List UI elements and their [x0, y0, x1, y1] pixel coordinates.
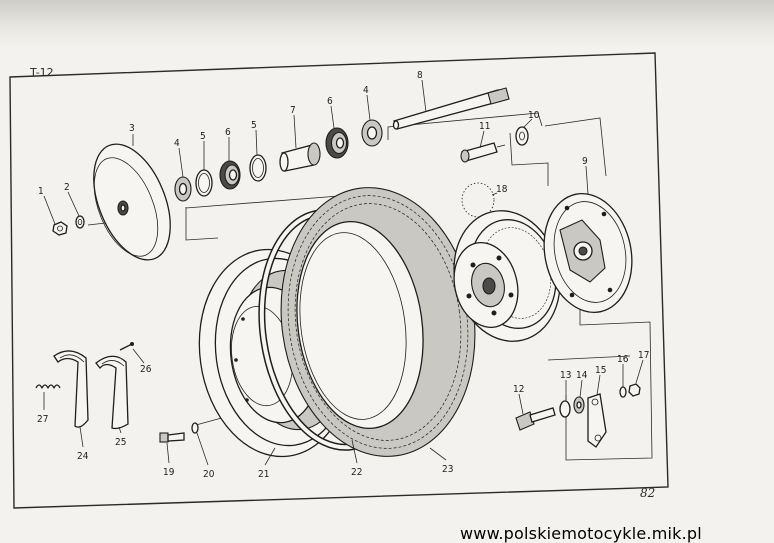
- callout-13: 13: [560, 370, 571, 381]
- sheet-tag: T-12: [29, 66, 54, 79]
- callout-23: 23: [442, 464, 453, 475]
- part-25-brake-shoe: [95, 355, 129, 430]
- part-19-bolt: [159, 432, 185, 443]
- callout-12: 12: [513, 384, 524, 395]
- callout-18: 18: [496, 184, 508, 195]
- part-13-washer: [559, 400, 571, 418]
- part-16-washer: [619, 386, 627, 398]
- callout-5a: 5: [200, 131, 206, 142]
- callout-6a: 6: [225, 127, 231, 138]
- part-4-spacer-right: [361, 119, 383, 147]
- callout-21: 21: [258, 469, 269, 480]
- callout-17: 17: [638, 350, 649, 361]
- part-12-brake-cam: [515, 407, 556, 431]
- part-8-axle: [392, 87, 510, 130]
- callout-27: 27: [37, 414, 48, 425]
- callout-22: 22: [351, 467, 362, 478]
- diagram-frame: [9, 52, 669, 509]
- part-11-pin: [460, 142, 506, 163]
- callout-5b: 5: [251, 120, 257, 131]
- part-17-nut: [628, 383, 641, 397]
- callout-10: 10: [528, 110, 540, 121]
- callout-4a: 4: [174, 138, 180, 149]
- part-5-ring-left: [195, 169, 213, 197]
- callout-4b: 4: [363, 85, 369, 96]
- callout-25: 25: [115, 437, 126, 448]
- part-5-ring-right: [249, 154, 267, 182]
- callout-26: 26: [140, 364, 152, 375]
- part-1-nut: [52, 221, 68, 236]
- callout-9: 9: [582, 156, 588, 167]
- part-3-cover-disc: [93, 143, 171, 261]
- part-27-return-spring: [35, 384, 61, 389]
- part-9-brake-plate: [543, 192, 633, 314]
- part-26-shoe-pin: [119, 342, 134, 351]
- part-14-washer: [573, 396, 585, 414]
- callout-14: 14: [576, 370, 588, 381]
- brake-drum-hub: [453, 210, 561, 342]
- callout-6b: 6: [327, 96, 333, 107]
- part-7-hub-sleeve: [279, 142, 321, 172]
- callout-1: 1: [38, 186, 44, 197]
- part-6-bearing-left: [219, 160, 241, 190]
- callout-24: 24: [77, 451, 89, 462]
- part-15-brake-lever: [587, 393, 607, 448]
- callout-2: 2: [64, 182, 70, 193]
- part-4-spacer-left: [174, 176, 192, 202]
- part-2-washer: [75, 215, 85, 229]
- leader-lines: [43, 79, 644, 466]
- part-10-washer: [515, 126, 529, 146]
- callout-19: 19: [163, 467, 175, 478]
- callout-20: 20: [203, 469, 215, 480]
- part-callouts: 1 2 3 4 5 6 5 7 6 4 8 11 10 18 9 12 13 1…: [37, 70, 649, 480]
- part-24-brake-shoe: [53, 350, 89, 428]
- part-6-bearing-right: [325, 127, 349, 159]
- part-20-washer: [191, 422, 199, 434]
- page-number: 82: [640, 486, 655, 500]
- callout-11: 11: [479, 121, 490, 132]
- callout-7: 7: [290, 105, 296, 116]
- callout-8: 8: [417, 70, 423, 81]
- callout-15: 15: [595, 365, 606, 376]
- callout-3: 3: [129, 123, 135, 134]
- footer-url: www.polskiemotocykle.mik.pl: [460, 524, 702, 543]
- callout-16: 16: [617, 354, 629, 365]
